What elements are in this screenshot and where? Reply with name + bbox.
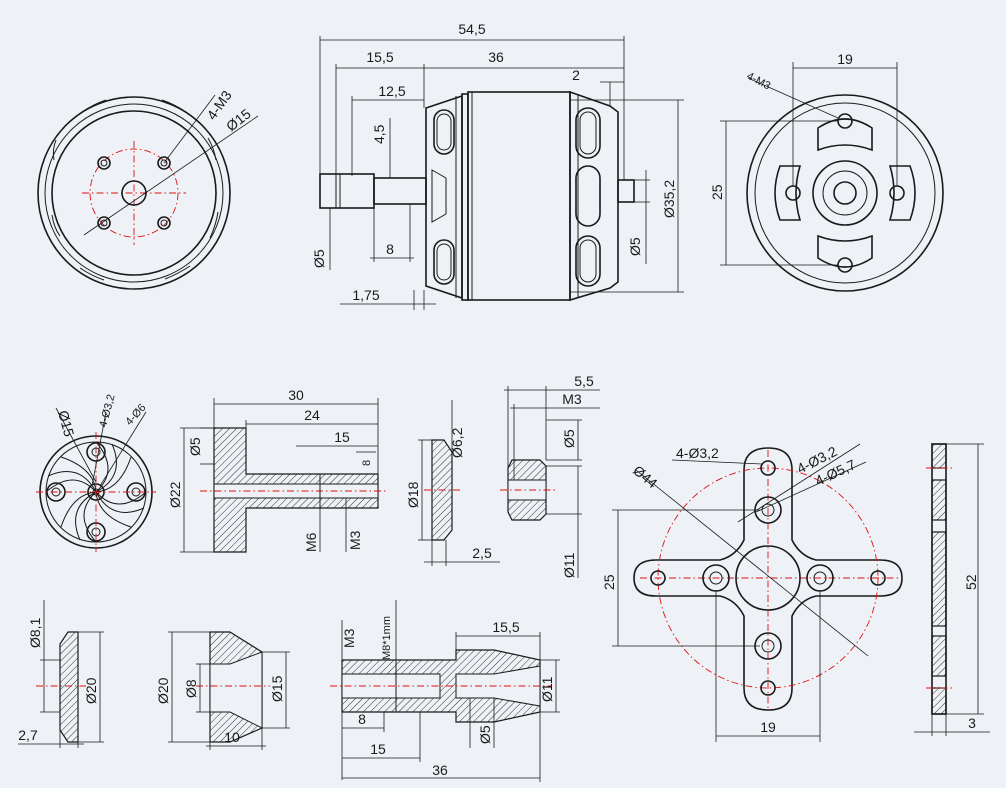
side-2-label: 2	[572, 67, 580, 83]
side-d5-left-label: Ø5	[311, 249, 327, 268]
mnt-d44-label: Ø44	[630, 462, 661, 491]
adp-30-label: 30	[288, 387, 304, 403]
front-d15-label: Ø15	[223, 105, 254, 134]
cup-view: Ø20 Ø8 Ø15 10	[155, 631, 290, 750]
prop-4d32-label: 4-Ø3,2	[97, 393, 117, 429]
shaft-m3-label: M3	[341, 628, 357, 648]
side-1-75-label: 1,75	[352, 287, 379, 303]
nut-view: 5,5 M3 Ø5 Ø11	[500, 373, 600, 578]
side-36-label: 36	[488, 49, 504, 65]
adp-d22-label: Ø22	[167, 481, 183, 508]
cross-mount-view: 4-Ø3,2 4-Ø3,2 4-Ø5,7 Ø44 25 19	[601, 443, 903, 742]
motor-side-view: 54,5 15,5 36 2 12,5 4,5 Ø35,2 Ø5 Ø5 8 1,…	[311, 21, 684, 310]
motor-rear-view: 19 25 4-M3	[709, 51, 944, 292]
cup-d8-label: Ø8	[183, 679, 199, 698]
nut-d11-label: Ø11	[561, 552, 577, 578]
shaft-15-5-label: 15,5	[492, 619, 519, 635]
rear-4m3-label: 4-M3	[745, 70, 773, 92]
prop-4d6-label: 4-Ø6	[123, 402, 148, 428]
side-54-5-label: 54,5	[458, 21, 485, 37]
cone-washer-view: Ø8,1 Ø20 2,7	[18, 600, 104, 748]
side-15-5-label: 15,5	[366, 49, 393, 65]
nut-m3-label: M3	[562, 391, 582, 407]
shaft-m8-label: M8*1mm	[381, 616, 393, 660]
adp-d5-label: Ø5	[187, 437, 203, 456]
rear-25-label: 25	[709, 184, 725, 200]
side-d5-label: Ø5	[627, 237, 643, 256]
side-8-label: 8	[386, 241, 394, 257]
adp-m3-label: M3	[347, 530, 363, 550]
side-4-5-label: 4,5	[371, 124, 387, 144]
adp-24-label: 24	[304, 407, 320, 423]
cone-d20-label: Ø20	[83, 677, 99, 704]
prop-adapter-side-view: 30 24 15 Ø5 Ø22 8 M6 M3	[167, 387, 386, 553]
adp-15-label: 15	[334, 429, 350, 445]
shaft-adapter-view: M3 M8*1mm 15,5 Ø11 8 Ø5 15 36	[330, 600, 560, 782]
adp-8-label: 8	[361, 460, 373, 466]
adp-m6-label: M6	[303, 532, 319, 552]
washer-view: Ø18 Ø6,2 2,5	[405, 400, 500, 566]
wash-2-5-label: 2,5	[472, 545, 492, 561]
cone-d8-1-label: Ø8,1	[27, 617, 43, 648]
side-3-label: 3	[968, 715, 976, 731]
cup-10-label: 10	[224, 729, 240, 745]
shaft-36-label: 36	[432, 762, 448, 778]
mnt-25-label: 25	[601, 574, 617, 590]
rear-19-label: 19	[837, 51, 853, 67]
side-d35-2-label: Ø35,2	[661, 180, 677, 218]
motor-front-view: 4-M3 Ø15	[37, 87, 259, 290]
shaft-15-label: 15	[370, 741, 386, 757]
nut-5-5-label: 5,5	[574, 373, 594, 389]
prop-adapter-front-view: Ø15 4-Ø3,2 4-Ø6	[36, 393, 156, 552]
shaft-d11-label: Ø11	[539, 676, 555, 702]
prop-d15-label: Ø15	[55, 409, 77, 439]
side-12-5-label: 12,5	[378, 83, 405, 99]
wash-d6-2-label: Ø6,2	[449, 427, 465, 458]
cup-d15-label: Ø15	[269, 675, 285, 702]
cup-d20-label: Ø20	[155, 677, 171, 704]
side-52-label: 52	[963, 574, 979, 590]
wash-d18-label: Ø18	[405, 481, 421, 508]
mnt-4d32a-label: 4-Ø3,2	[676, 445, 719, 461]
mnt-19-label: 19	[760, 719, 776, 735]
shaft-8-label: 8	[358, 711, 366, 727]
cone-2-7-label: 2,7	[18, 727, 38, 743]
nut-d5-label: Ø5	[561, 429, 577, 448]
mount-side-view: 52 3	[914, 443, 990, 736]
shaft-d5-label: Ø5	[477, 725, 493, 744]
